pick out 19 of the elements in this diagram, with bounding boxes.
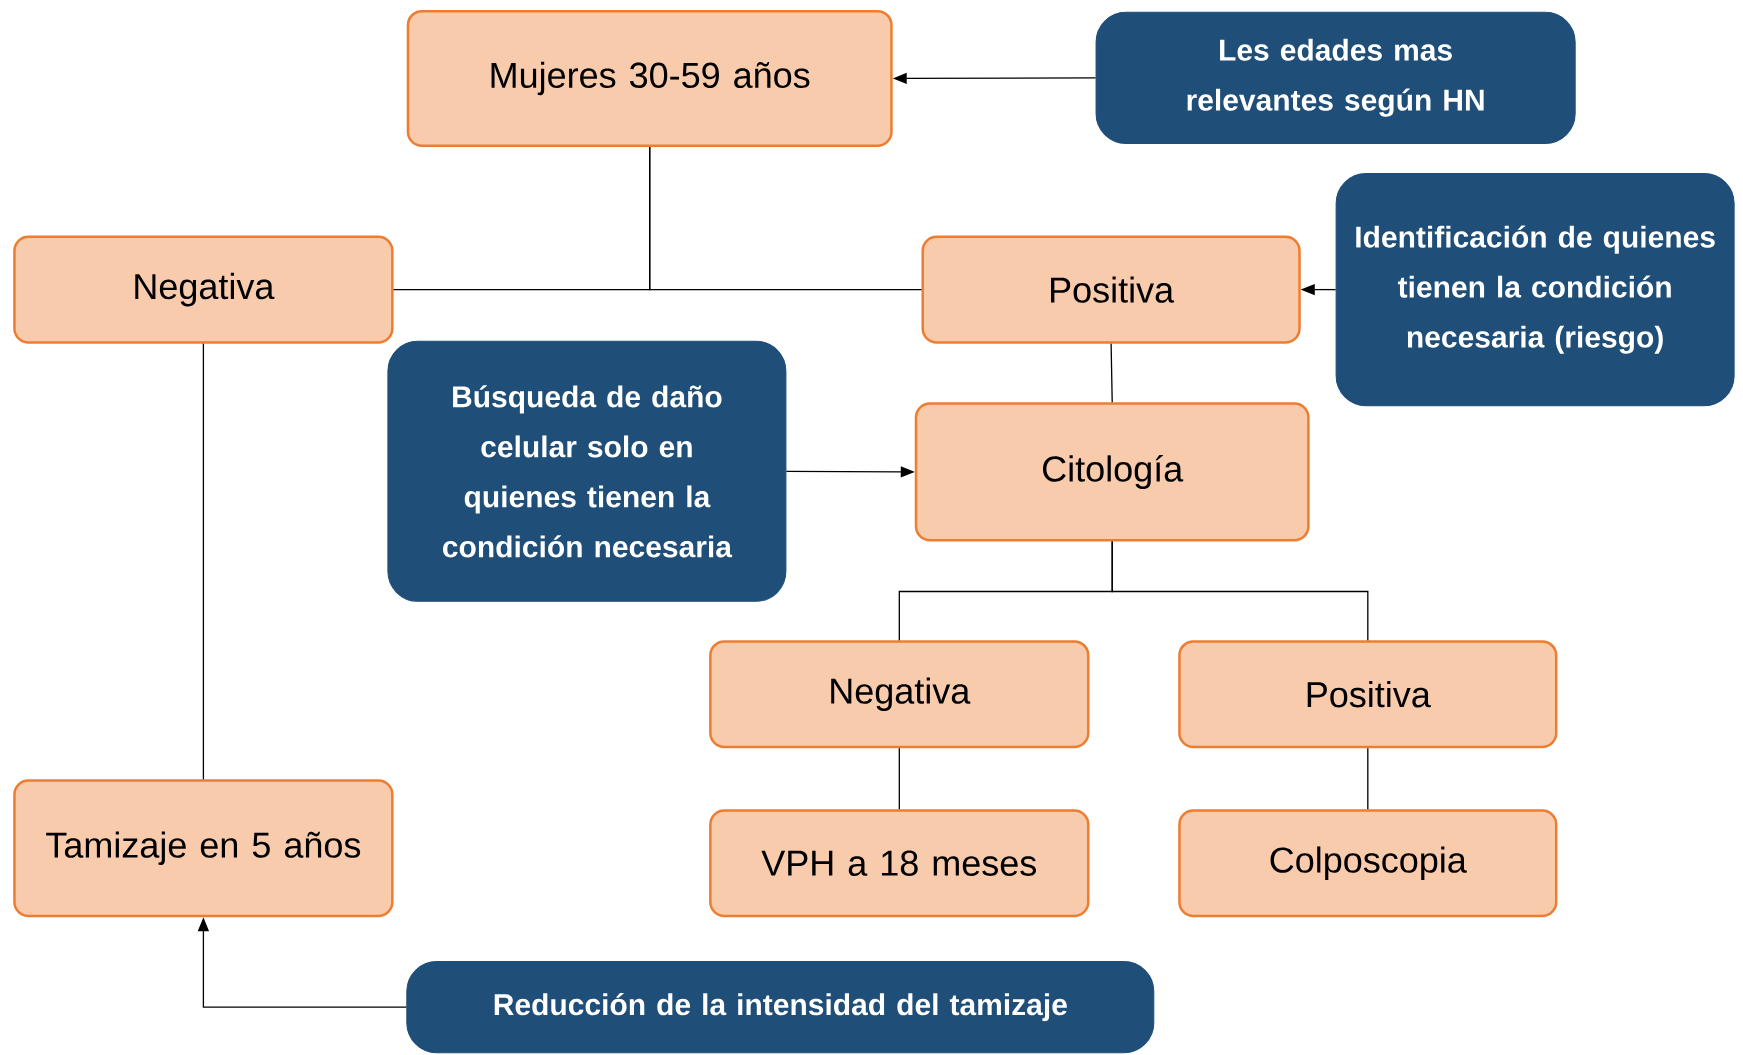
process-box: Mujeres 30-59 años bbox=[406, 9, 893, 147]
process-box: Colposcopia bbox=[1178, 809, 1558, 918]
connector-line bbox=[898, 747, 900, 810]
connector-line bbox=[649, 146, 923, 291]
process-box: Negativa bbox=[709, 640, 1090, 749]
connector-line bbox=[1110, 343, 1113, 403]
connector-line bbox=[1367, 747, 1369, 810]
note-box: Les edades mas relevantes según HN bbox=[1095, 11, 1576, 144]
process-box: Positiva bbox=[1178, 640, 1558, 749]
process-box: Tamizaje en 5 años bbox=[13, 779, 394, 918]
note-box: Búsqueda de daño celular solo en quienes tienen la condición necesaria bbox=[387, 340, 787, 602]
connector-line bbox=[1111, 540, 1369, 641]
note-box: Reducción de la intensidad del tamizaje bbox=[406, 961, 1155, 1054]
process-box: Negativa bbox=[13, 235, 394, 344]
note-box: Identificación de quienes tienen la condición necesaria (riesgo) bbox=[1335, 172, 1735, 407]
process-box: Citología bbox=[914, 402, 1310, 542]
connector-line bbox=[202, 343, 205, 780]
process-box: VPH a 18 meses bbox=[709, 809, 1090, 918]
process-box: Positiva bbox=[921, 235, 1301, 344]
